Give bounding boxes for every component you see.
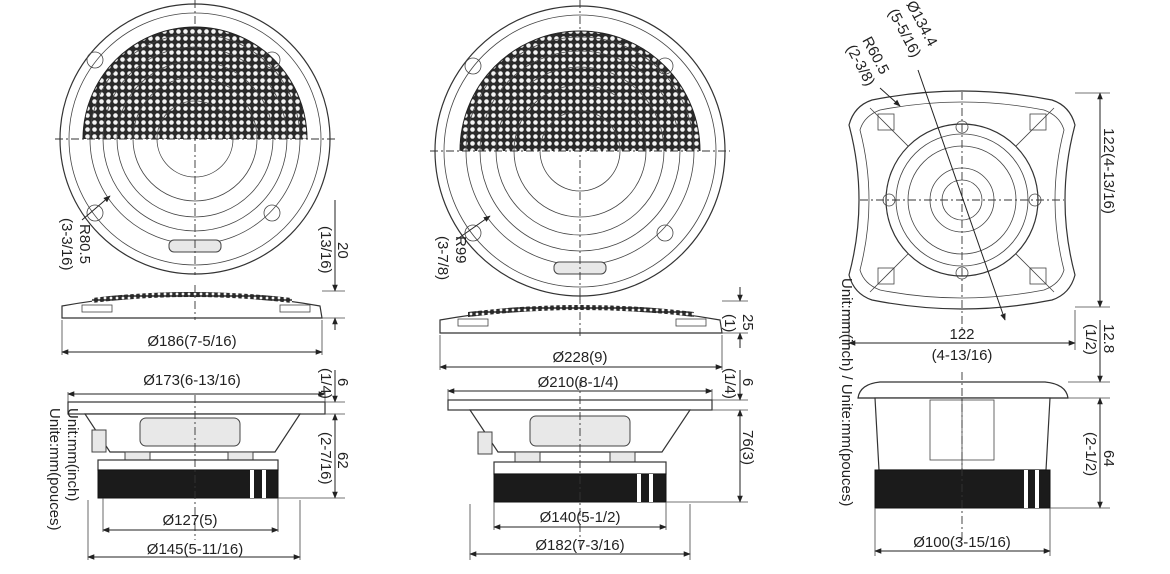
tweeter-side-view (857, 320, 1110, 556)
speaker-6-5: R80.5 (3-3/16) Ø186(7-5/16) 20 (13/16) (46, 0, 351, 560)
tweeter-front-view (848, 69, 1110, 350)
speaker-6-5-grille-height-inch: (13/16) (317, 226, 334, 274)
speaker-6-5-flange-diameter: Ø173(6-13/16) (143, 372, 241, 389)
speaker-8-flange-diameter: Ø210(8-1/4) (538, 374, 619, 391)
speaker-6-5-grille-diameter: Ø186(7-5/16) (147, 333, 236, 350)
tweeter-width: 122 (949, 326, 974, 343)
tweeter-width-inch: (4-13/16) (932, 347, 993, 364)
speaker-6-5-body-side (67, 370, 345, 560)
speaker-6-5-front-view (55, 0, 335, 275)
speaker-6-5-radius-inch: (3-3/16) (58, 218, 75, 271)
tweeter-unit-line: Unit:mm(inch) / Unite:mm(pouces) (838, 278, 855, 506)
speaker-8-grille-height: 25 (739, 314, 756, 331)
speaker-6-5-depth: 62 (334, 452, 351, 469)
tweeter-depth: 64 (1100, 450, 1117, 467)
speaker-8-magnet-diameter: Ø140(5-1/2) (540, 509, 621, 526)
speaker-6-5-depth-inch: (2-7/16) (317, 432, 334, 485)
unit-line-pouces: Unite:mm(pouces) (46, 408, 63, 531)
speaker-6-5-flange-thickness-inch: (1/4) (317, 368, 334, 399)
speaker-8-grille-height-inch: (1) (721, 314, 738, 332)
speaker-8-depth: 76(3) (739, 430, 756, 465)
tweeter: Ø134.4 (5-5/16) R60.5 (2-3/8) 122(4-13/1… (838, 0, 1117, 556)
speaker-6-5-flange-thickness: 6 (334, 378, 351, 386)
speaker-8-cutout-diameter: Ø182(7-3/16) (535, 537, 624, 554)
speaker-6-5-cutout-diameter: Ø145(5-11/16) (147, 541, 243, 558)
tweeter-magnet-diameter: Ø100(3-15/16) (913, 534, 1011, 551)
speaker-6-5-magnet-diameter: Ø127(5) (162, 512, 217, 529)
speaker-8-flange-thickness-inch: (1/4) (721, 368, 738, 399)
tweeter-flange-thickness-inch: (1/2) (1082, 324, 1099, 355)
speaker-8-radius: R99 (452, 236, 469, 264)
tweeter-flange-thickness: 12.8 (1100, 324, 1117, 353)
speaker-8-grille-diameter: Ø228(9) (552, 349, 607, 366)
tweeter-height: 122(4-13/16) (1100, 128, 1117, 214)
speaker-8-body-side (447, 370, 748, 560)
speaker-6-5-grille-height-dim (322, 200, 345, 330)
speaker-6-5-grille-height: 20 (334, 242, 351, 259)
unit-line-inch: Unit:mm(inch) (64, 408, 81, 501)
speaker-8-flange-thickness: 6 (739, 378, 756, 386)
speaker-8-grille-side (439, 287, 748, 370)
speaker-6-5-grille-side (61, 285, 323, 355)
tweeter-depth-inch: (2-1/2) (1082, 432, 1099, 476)
speaker-6-5-radius: R80.5 (76, 224, 93, 264)
speaker-8-radius-inch: (3-7/8) (434, 236, 451, 280)
speaker-8: R99 (3-7/8) Ø228(9) 25 (1) (430, 0, 756, 560)
speaker-8-front-view (430, 0, 730, 300)
